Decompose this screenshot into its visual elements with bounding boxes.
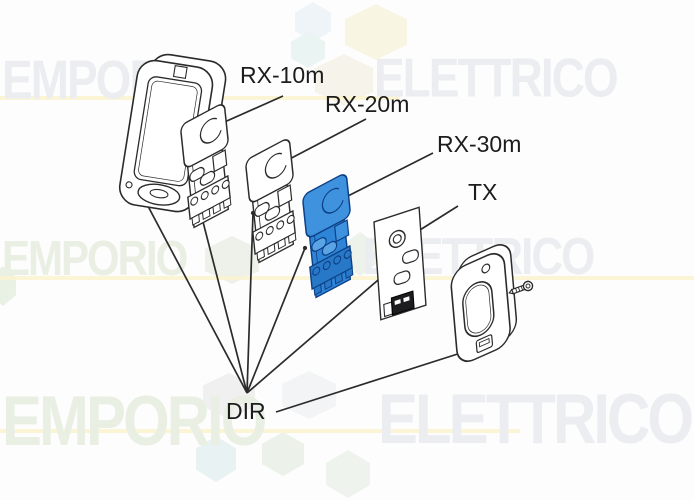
- tx-board-drawing: [373, 206, 427, 321]
- watermark-elettrico: ELETTRICO: [374, 47, 619, 109]
- rx-10m-board-drawing: [179, 101, 236, 230]
- watermark-emporio: EMPORIO: [2, 381, 267, 461]
- rx-30m-board-drawing: [301, 171, 358, 300]
- rx-20m-board-drawing: [244, 136, 301, 265]
- label-rx-20m: RX-20m: [325, 91, 410, 117]
- label-rx-30m: RX-30m: [437, 131, 522, 157]
- screw-drawing: [508, 280, 534, 295]
- dir-leader-lines: [131, 175, 468, 413]
- highlight-stripe: [0, 429, 520, 433]
- label-dir: DIR: [226, 398, 266, 424]
- label-rx-10m: RX-10m: [240, 62, 325, 88]
- label-tx: TX: [468, 179, 498, 205]
- watermark-emporio: EMPORIO: [2, 230, 188, 286]
- watermark-elettrico: ELETTRICO: [378, 379, 694, 459]
- front-cover-drawing: [450, 243, 518, 363]
